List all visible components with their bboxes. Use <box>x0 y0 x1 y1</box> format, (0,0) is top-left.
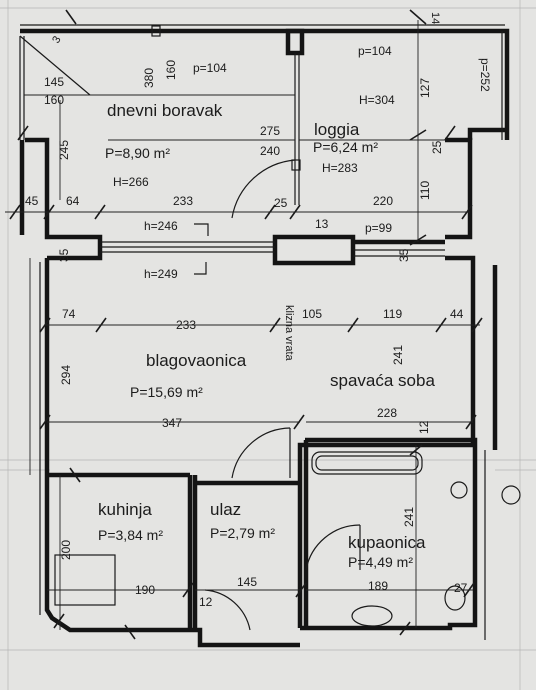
room-area-dnevni-boravak: P=8,90 m² <box>105 145 170 161</box>
room-label-loggia: loggia <box>314 120 360 139</box>
toilet-icon <box>444 585 466 611</box>
dim-347: 347 <box>162 416 182 430</box>
dim-245: 245 <box>57 140 71 160</box>
dim-12-right: 12 <box>417 420 431 434</box>
dim-200: 200 <box>59 540 73 560</box>
h249-leader <box>194 262 207 275</box>
dim-27: 27 <box>454 581 468 595</box>
dim-74: 74 <box>62 307 76 321</box>
dim-25-loggia: 25 <box>430 140 444 154</box>
dim-44: 44 <box>450 307 464 321</box>
room-area-blagovaonica: P=15,69 m² <box>130 384 203 400</box>
room-area-loggia: P=6,24 m² <box>313 139 378 155</box>
sink-icon <box>351 605 393 627</box>
room-area-kupaonica: P=4,49 m² <box>348 554 413 570</box>
dim-64: 64 <box>66 194 80 208</box>
dim-14: 14 <box>429 12 441 24</box>
dim-45: 45 <box>25 194 39 208</box>
dim-127: 127 <box>418 78 432 98</box>
dim-241-bath: 241 <box>402 507 416 527</box>
height-h304: H=304 <box>359 93 395 107</box>
dim-160-left: 160 <box>44 93 64 107</box>
dim-145-top: 145 <box>44 75 64 89</box>
dim-294: 294 <box>59 365 73 385</box>
room-label-blagovaonica: blagovaonica <box>146 351 247 370</box>
room-area-ulaz: P=2,79 m² <box>210 525 275 541</box>
dim-25-door: 25 <box>274 196 288 210</box>
bathtub <box>311 451 423 475</box>
kitchen-counter <box>54 554 116 606</box>
room-label-dnevni-boravak: dnevni boravak <box>107 101 223 120</box>
dim-233-top: 233 <box>173 194 193 208</box>
dim-3: 3 <box>50 34 63 45</box>
dim-105: 105 <box>302 307 322 321</box>
dim-380: 380 <box>142 68 156 88</box>
room-height-dnevni-boravak: H=266 <box>113 175 149 189</box>
dim-119: 119 <box>383 307 402 321</box>
beam-h249: h=249 <box>144 267 178 281</box>
dimension-ticks <box>9 9 483 640</box>
opening-p252: p=252 <box>478 58 492 92</box>
dim-110: 110 <box>418 181 432 200</box>
dim-275: 275 <box>260 124 280 138</box>
dim-160-top: 160 <box>164 60 178 80</box>
window-lines <box>19 25 503 141</box>
opening-p99: p=99 <box>365 221 392 235</box>
room-label-kupaonica: kupaonica <box>348 533 426 552</box>
room-label-spavaca-soba: spavaća soba <box>330 371 435 390</box>
dimension-lines <box>5 20 480 630</box>
opening-p104-loggia: p=104 <box>358 44 392 58</box>
dim-12-entry: 12 <box>199 595 213 609</box>
dim-190: 190 <box>135 583 155 597</box>
dim-35-left: 35 <box>57 248 71 262</box>
dim-220: 220 <box>373 194 393 208</box>
dim-13: 13 <box>315 217 329 231</box>
dim-189: 189 <box>368 579 388 593</box>
room-area-kuhinja: P=3,84 m² <box>98 527 163 543</box>
dim-233-mid: 233 <box>176 318 196 332</box>
dim-241-bedroom: 241 <box>391 345 405 365</box>
dim-145-entry: 145 <box>237 575 257 589</box>
fixtures <box>54 451 521 627</box>
h246-leader <box>194 223 209 236</box>
walls <box>19 24 510 648</box>
dim-240: 240 <box>260 144 280 158</box>
dim-228: 228 <box>377 406 397 420</box>
sliding-door-note: klizna vrata <box>283 305 295 362</box>
washer-icon <box>450 481 468 499</box>
opening-p104-dnevni: p=104 <box>193 61 227 75</box>
room-label-kuhinja: kuhinja <box>98 500 152 519</box>
room-height-loggia: H=283 <box>322 161 358 175</box>
room-label-ulaz: ulaz <box>210 500 241 519</box>
beam-h246: h=246 <box>144 219 178 233</box>
dim-35-right: 35 <box>397 248 411 262</box>
doors <box>204 159 361 631</box>
